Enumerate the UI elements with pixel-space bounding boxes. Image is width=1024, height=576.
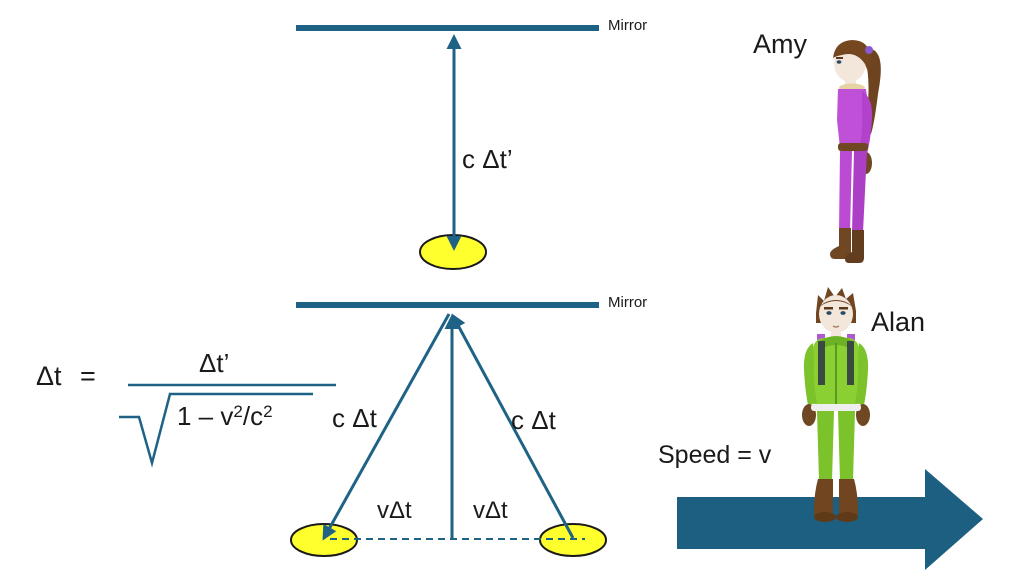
alan-sole-left [814,512,836,522]
amy-name-label: Amy [753,29,807,59]
mirror-bar-top [296,25,599,31]
denom-sup2: 2 [263,402,273,421]
alan-strap-right [847,341,854,385]
alan-eye-left [826,311,832,315]
formula-numerator: Δt’ [199,348,230,378]
alan-mouth [832,325,840,328]
alan-leg-right [838,411,855,481]
mirror-bar-bottom [296,302,599,308]
alan-strap-left [818,341,825,385]
amy-hair-tie [865,46,873,54]
formula-equals: = [80,361,96,391]
alan-arm-left [803,343,817,405]
denom-pre: 1 – v [177,401,234,431]
beam-label-top: c Δt’ [462,144,513,174]
beam-label-right: c Δt [511,405,556,435]
alan-neck [831,330,841,338]
speed-label: Speed = v [658,441,772,469]
amy-eyebrow [836,57,843,59]
alan-avatar [802,287,870,522]
alan-strap-tip-left [817,334,825,342]
amy-avatar [830,40,881,263]
alan-face [819,295,853,333]
amy-belt [838,143,868,151]
alan-hood [819,336,853,349]
base-label-right: vΔt [473,497,508,524]
alan-sole-right [836,512,858,522]
alan-strap-tip-right [847,334,855,342]
amy-hair [833,40,871,72]
alan-eyebrow-left [824,307,833,310]
amy-leg-front [839,151,852,232]
alan-fringe [819,300,853,307]
amy-boot-front [830,228,851,259]
denom-mid: /c [242,401,264,431]
formula-lhs: Δt [36,361,62,391]
alan-name-label: Alan [871,307,926,337]
alan-eyebrow-right [839,307,848,310]
light-beam-return [322,313,451,541]
alan-leg-left [817,411,834,481]
alan-boot-left [814,479,833,519]
mirror-label-top: Mirror [608,17,648,34]
amy-eye [836,60,842,64]
amy-arm [859,91,873,154]
alan-boot-right [839,479,858,519]
alan-eye-right [840,311,846,315]
amy-leg-back [852,151,867,232]
alan-arm-right [855,343,869,405]
amy-boot-back [845,230,864,263]
light-beam-outgoing [451,313,575,539]
mirror-label-bottom: Mirror [608,294,648,311]
denom-sup1: 2 [233,402,243,421]
radical-sign [119,392,313,468]
formula-denominator: 1 – v2/c2 [177,403,273,429]
base-label-left: vΔt [377,497,412,524]
amy-neck [845,79,856,88]
beam-label-left: c Δt [332,403,377,433]
alan-belt [811,404,861,411]
